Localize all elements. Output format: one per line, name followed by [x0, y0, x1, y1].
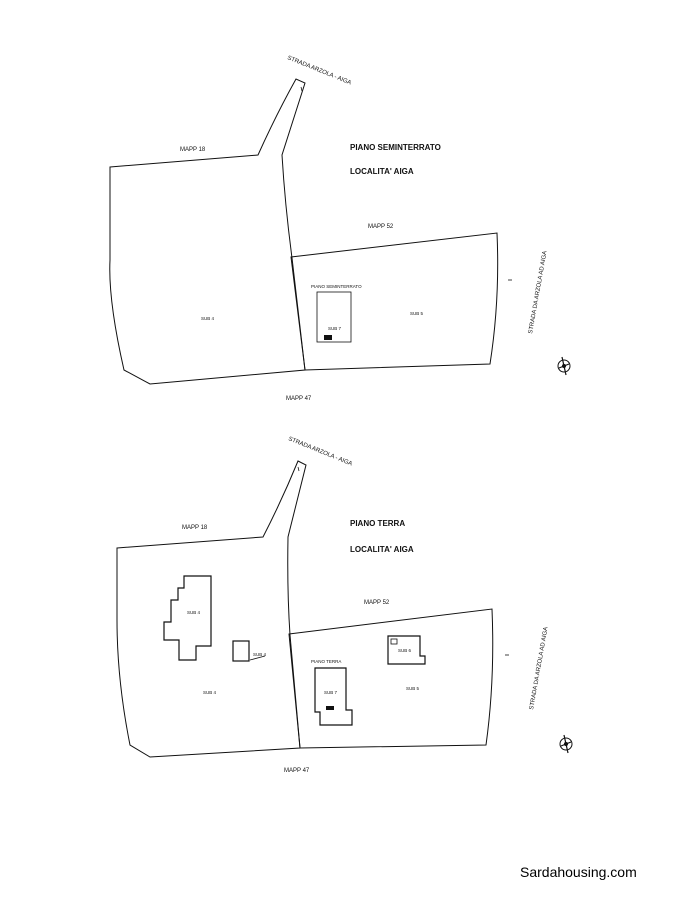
sub-7-label: SUB 7: [328, 326, 342, 331]
road-tick: [300, 86, 303, 92]
building-sub6-room: [390, 638, 398, 645]
parcel-sub4-outline: [116, 460, 307, 758]
building-sub4: [163, 575, 212, 661]
plan-title: PIANO SEMINTERRATO: [350, 143, 441, 152]
road-right-label: STRADA DA ARZOLA AD AIGA: [529, 627, 550, 711]
mapp-18-label: MAPP 18: [182, 525, 208, 531]
watermark-text: Sardahousing.com: [520, 864, 637, 880]
floor-label: PIANO SEMINTERRATO: [311, 284, 362, 289]
road-right-label: STRADA DA ARZOLA AD AIGA: [528, 251, 549, 335]
building-sub4-shed: [232, 640, 250, 662]
building-sub7-entrance: [324, 335, 332, 340]
building-sub7: [314, 667, 353, 726]
sub-4-building-label: SUB 4: [187, 610, 201, 615]
road-tick: [297, 466, 300, 472]
sub-4-land-label: SUB 4: [203, 690, 217, 695]
plan-seminterrato: STRADA ARZOLA - AIGA PIANO SEMINTERRATO …: [109, 55, 571, 402]
plan-location: LOCALITA' AIGA: [350, 167, 414, 176]
building-sub7: [316, 291, 352, 343]
building-sub7-entrance: [326, 706, 334, 710]
plan-terra: STRADA ARZOLA - AIGA PIANO TERRA LOCALIT…: [116, 436, 573, 774]
mapp-52-label: MAPP 52: [368, 224, 394, 230]
sub-7-label: SUB 7: [324, 690, 338, 695]
sub-5-label: SUB 5: [406, 686, 420, 691]
shed-leader-line: [249, 655, 266, 661]
sub-4-label: SUB 4: [201, 316, 215, 321]
plan-title: PIANO TERRA: [350, 519, 405, 528]
parcel-sub5-outline: [288, 608, 494, 749]
mapp-47-label: MAPP 47: [284, 768, 310, 774]
mapp-47-label: MAPP 47: [286, 396, 312, 402]
parcel-sub4-outline: [109, 78, 306, 385]
north-arrow-icon: [557, 356, 571, 376]
sub-5-label: SUB 5: [410, 311, 424, 316]
north-arrow-icon: [559, 734, 573, 754]
plan-location: LOCALITA' AIGA: [350, 545, 414, 554]
mapp-52-label: MAPP 52: [364, 600, 390, 606]
road-top-label: STRADA ARZOLA - AIGA: [286, 55, 352, 86]
sub-6-label: SUB 6: [398, 648, 412, 653]
mapp-18-label: MAPP 18: [180, 147, 206, 153]
floor-label: PIANO TERRA: [311, 659, 341, 664]
parcel-sub5-outline: [290, 232, 499, 371]
sub-4-shed-label: SUB 4: [253, 652, 267, 657]
